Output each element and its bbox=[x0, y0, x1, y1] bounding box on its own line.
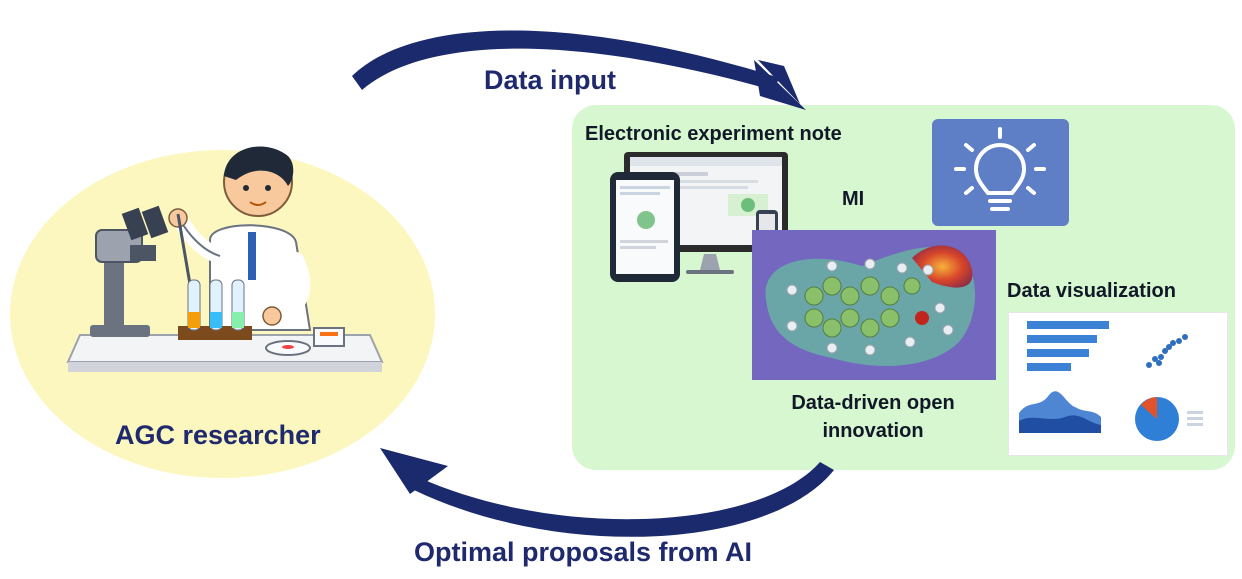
lightbulb-icon bbox=[954, 127, 1046, 211]
data-input-label: Data input bbox=[484, 65, 616, 95]
open-innovation-line2: innovation bbox=[822, 420, 924, 442]
bottom-curved-arrow bbox=[380, 448, 834, 537]
molecular-model-image bbox=[752, 230, 996, 380]
molecule-render bbox=[765, 245, 976, 367]
tablet-and-monitor-icon bbox=[610, 152, 788, 282]
lightbulb-icon-box bbox=[932, 119, 1069, 226]
top-curved-arrow bbox=[352, 30, 806, 110]
dashboard-charts-thumbnail bbox=[1008, 312, 1228, 456]
scientist-at-microscope-illustration bbox=[66, 146, 384, 372]
electronic-note-label: Electronic experiment note bbox=[585, 123, 842, 145]
optimal-proposals-label: Optimal proposals from AI bbox=[414, 537, 753, 567]
charts-grid bbox=[1019, 321, 1203, 441]
data-visualization-label: Data visualization bbox=[1007, 280, 1176, 302]
open-innovation-line1: Data-driven open bbox=[791, 392, 955, 414]
researcher-label: AGC researcher bbox=[115, 420, 321, 450]
mi-label: MI bbox=[842, 188, 865, 210]
